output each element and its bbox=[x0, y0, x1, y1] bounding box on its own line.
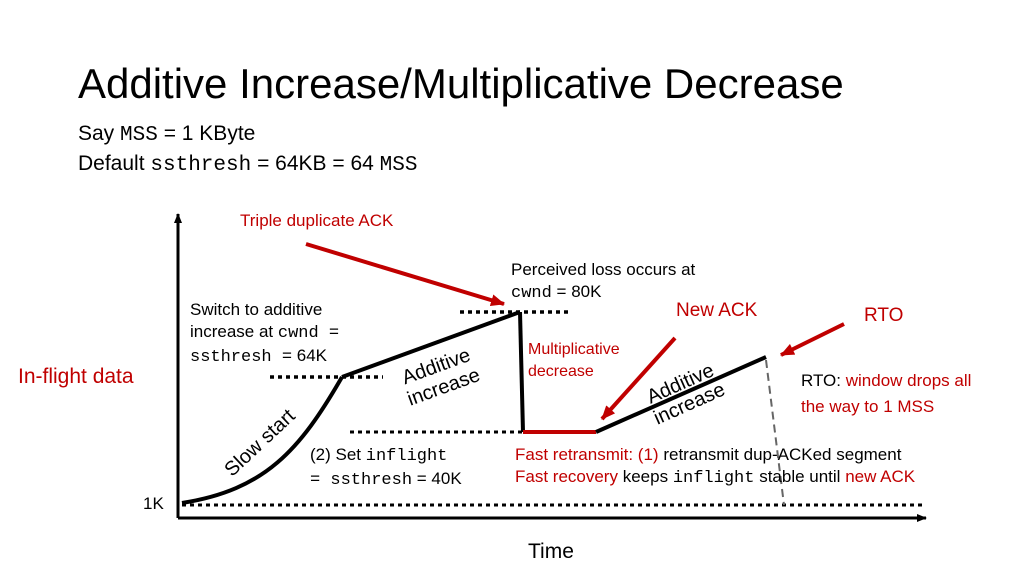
mss-code-2: MSS bbox=[379, 154, 418, 177]
perceived-loss-line1: Perceived loss occurs at bbox=[511, 260, 696, 279]
mss-code: MSS bbox=[120, 124, 158, 147]
rto-arrow bbox=[780, 322, 845, 357]
rto-drop-dashed bbox=[765, 359, 785, 506]
set-inflight-line2: = ssthresh = 40K bbox=[310, 468, 462, 492]
switch-64k-value: 64K bbox=[296, 346, 328, 365]
rto-note-line2: the way to 1 MSS bbox=[801, 397, 935, 416]
decrease-line2: decrease bbox=[528, 363, 594, 380]
fast-recovery-red: Fast recovery bbox=[515, 467, 618, 486]
switch-additive-line2: increase at cwnd = bbox=[190, 321, 339, 345]
default-label: Default bbox=[78, 152, 145, 175]
say-label: Say bbox=[78, 122, 115, 145]
multiplicative-decrease-label: Multiplicative decrease bbox=[528, 339, 620, 383]
set-inflight-label: (2) Set inflight = ssthresh = 40K bbox=[310, 444, 462, 492]
set-inflight-line1: (2) Set inflight bbox=[310, 444, 462, 468]
fast-recovery-keeps: keeps bbox=[622, 467, 669, 486]
fast-retransmit-red: Fast retransmit: (1) bbox=[515, 445, 659, 464]
fast-recovery-inflight-code: inflight bbox=[672, 469, 755, 488]
rto-note-red1: window drops all bbox=[845, 371, 972, 390]
switch-additive-line1: Switch to additive bbox=[190, 300, 323, 319]
rto-note-prefix: RTO: bbox=[801, 371, 841, 390]
y-axis-label: In-flight data bbox=[18, 365, 134, 388]
new-ack-arrow bbox=[600, 336, 677, 421]
ssthresh-code: ssthresh bbox=[150, 154, 252, 177]
perceived-loss-line2: cwnd = 80K bbox=[511, 281, 695, 305]
ssthresh-value: = 64KB = 64 bbox=[257, 152, 374, 175]
increase-at-text: increase at bbox=[190, 322, 274, 341]
subtitle-line-ssthresh: Default ssthresh = 64KB = 64 MSS bbox=[78, 151, 417, 179]
additive-increase-segment-1 bbox=[341, 310, 521, 379]
inflight-code: inflight bbox=[365, 447, 448, 466]
multiplicative-line1: Multiplicative bbox=[528, 341, 620, 358]
fast-retransmit-line: Fast retransmit: (1) retransmit dup-ACKe… bbox=[515, 444, 901, 466]
rto-note: RTO: window drops all the way to 1 MSS bbox=[801, 370, 971, 418]
rto-note-line1: RTO: window drops all bbox=[801, 370, 971, 392]
set-prefix: (2) Set bbox=[310, 445, 362, 464]
slide-title: Additive Increase/Multiplicative Decreas… bbox=[78, 60, 844, 107]
cwnd-eq-code: cwnd = bbox=[277, 324, 340, 343]
slow-start-curve bbox=[181, 376, 344, 505]
triple-dup-ack-arrow bbox=[305, 242, 505, 306]
multiplicative-decrease-drop bbox=[518, 311, 525, 433]
new-ack-label: New ACK bbox=[676, 300, 758, 321]
switch-additive-label: Switch to additive increase at cwnd = ss… bbox=[190, 299, 339, 369]
set-40k-value: = 40K bbox=[416, 469, 462, 488]
ssthresh-eq-code: ssthresh = bbox=[190, 348, 293, 367]
y-tick-1k: 1K bbox=[143, 494, 164, 513]
rto-label: RTO bbox=[864, 305, 904, 326]
x-axis-label: Time bbox=[528, 540, 574, 563]
switch-additive-line3: ssthresh = 64K bbox=[190, 345, 339, 369]
fast-recovery-stable: stable until bbox=[759, 467, 841, 486]
cwnd-80k-value: = 80K bbox=[556, 282, 602, 301]
perceived-loss-label: Perceived loss occurs at cwnd = 80K bbox=[511, 259, 695, 305]
subtitle-line-mss: Say MSS = 1 KByte bbox=[78, 121, 255, 149]
fast-recovery-new-ack: new ACK bbox=[845, 467, 916, 486]
fast-recovery-line: Fast recovery keeps inflight stable unti… bbox=[515, 466, 915, 490]
triple-dup-ack-label: Triple duplicate ACK bbox=[240, 211, 394, 230]
mss-value: = 1 KByte bbox=[163, 122, 256, 145]
additive-increase-segment-2 bbox=[595, 355, 767, 434]
cwnd-code: cwnd bbox=[511, 284, 552, 303]
eq-ssthresh-code: = ssthresh bbox=[310, 471, 413, 490]
fast-retransmit-black: retransmit dup-ACKed segment bbox=[663, 445, 902, 464]
